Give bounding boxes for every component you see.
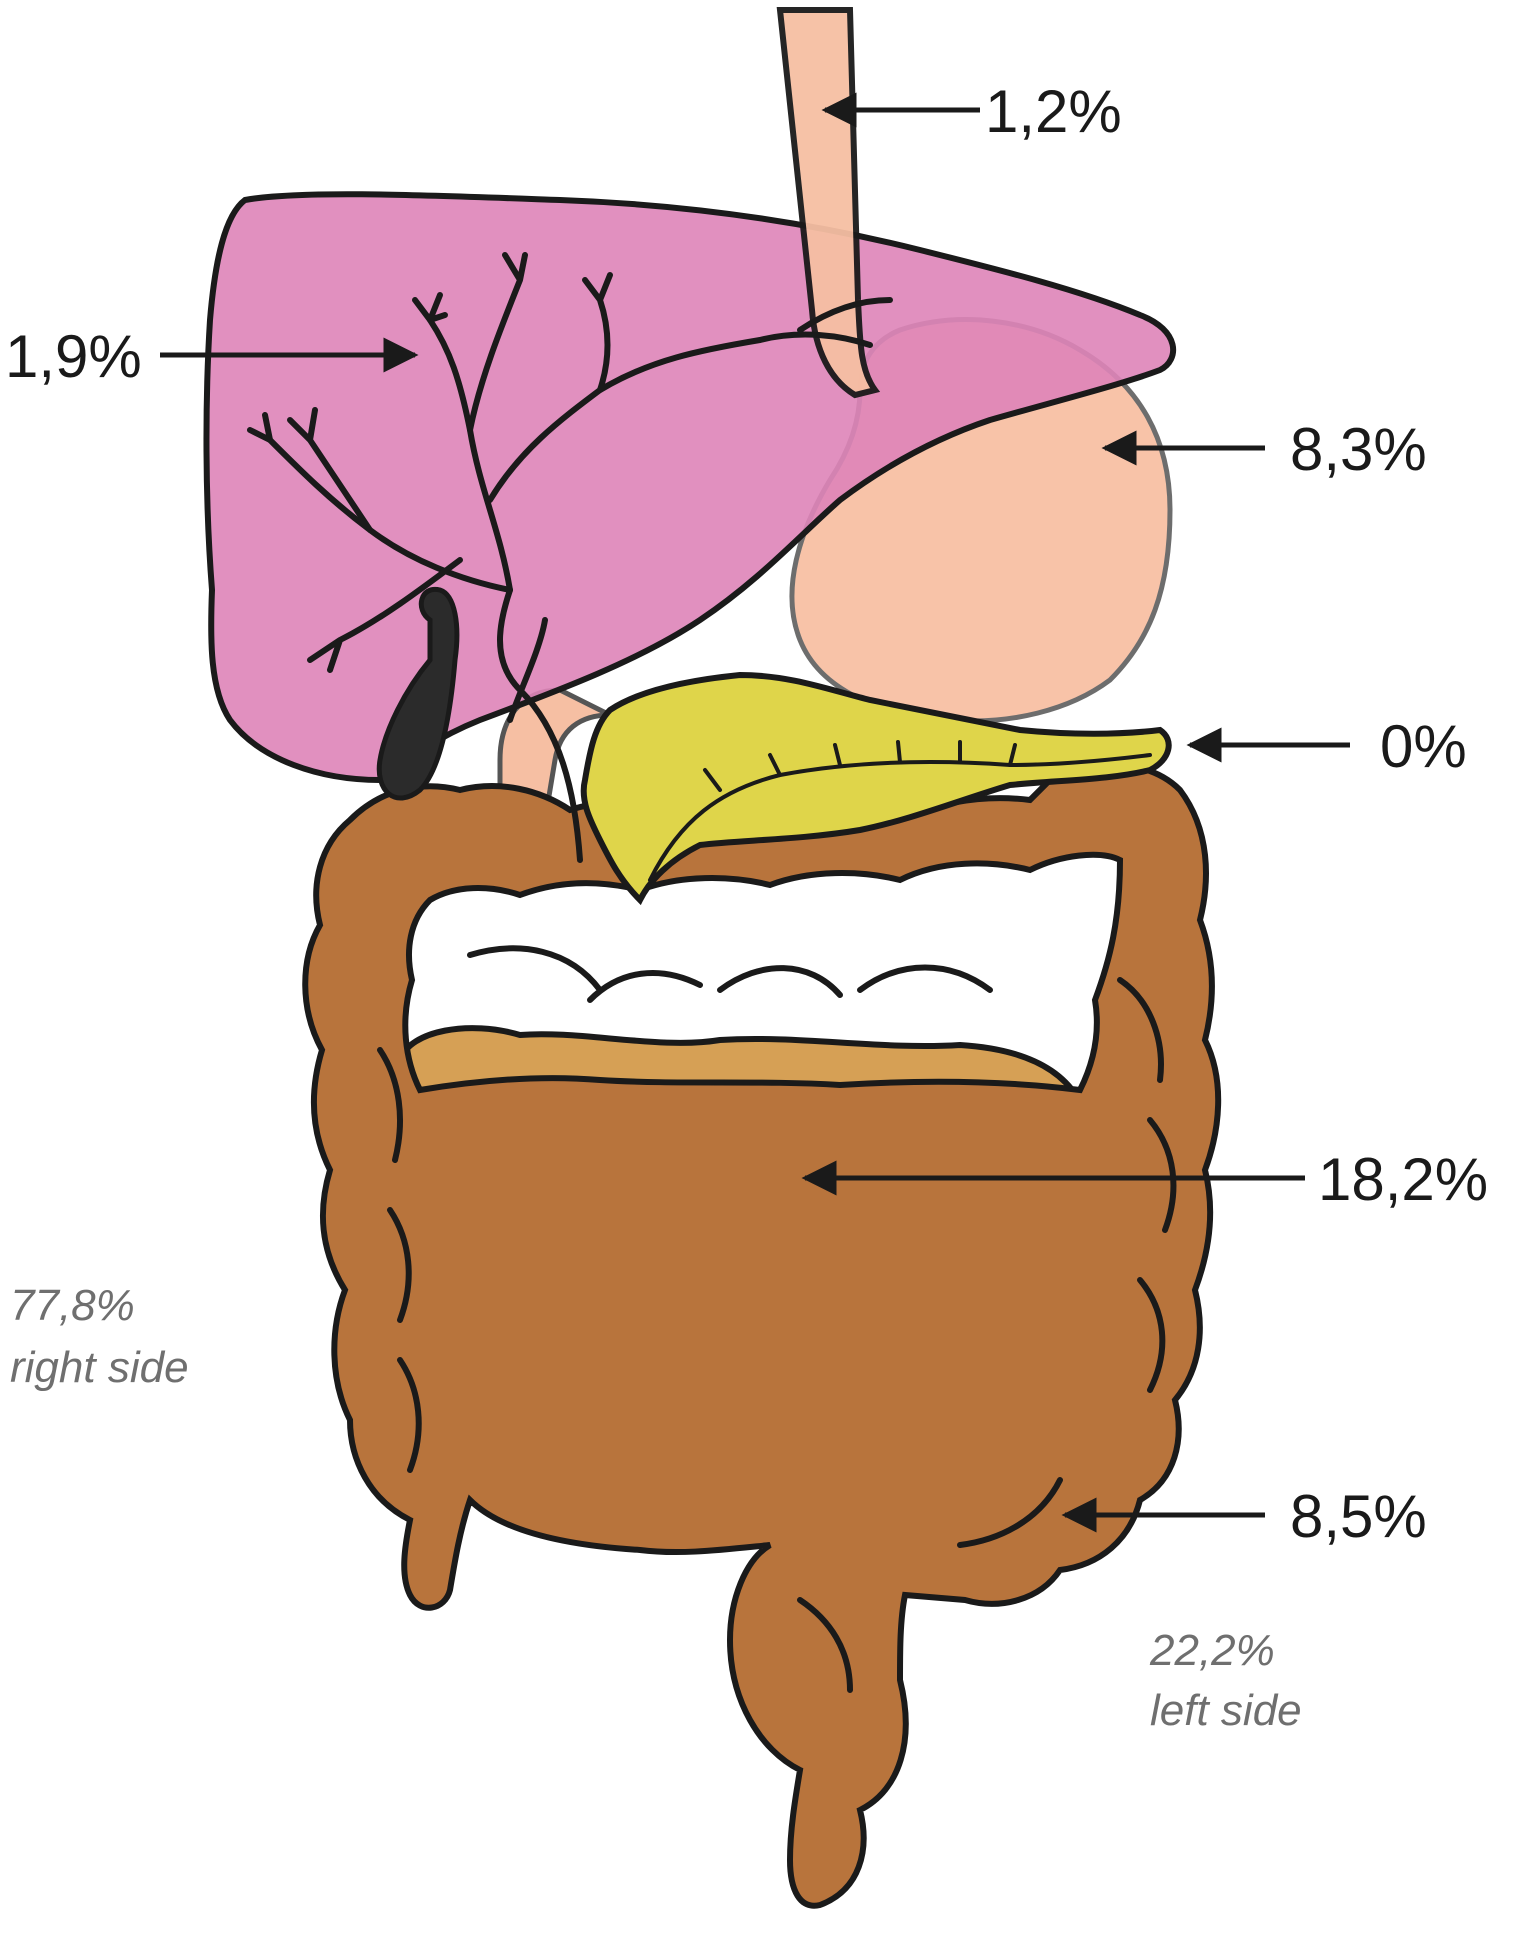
colon-folds (377, 945, 1177, 1693)
label-small-intestine: 18,2% (1318, 1146, 1488, 1213)
note-left-side-label: left side (1150, 1686, 1302, 1735)
annotation-pancreas: 0% (1186, 713, 1467, 780)
note-right-side: 77,8% right side (10, 1281, 189, 1392)
note-left-side-percent: 22,2% (1149, 1626, 1275, 1675)
biliary-tree (247, 252, 893, 863)
label-pancreas: 0% (1380, 713, 1467, 780)
note-right-side-label: right side (10, 1343, 189, 1392)
pancreas-duct (648, 740, 1152, 882)
annotation-esophagus: 1,2% (821, 78, 1122, 145)
note-left-side: 22,2% left side (1149, 1626, 1302, 1735)
note-right-side-percent: 77,8% (10, 1281, 135, 1330)
pancreas (580, 671, 1172, 906)
annotation-colon-left: 8,5% (1061, 1483, 1427, 1550)
label-liver: 1,9% (5, 323, 142, 390)
label-stomach: 8,3% (1290, 416, 1427, 483)
annotation-liver: 1,9% (5, 323, 419, 390)
annotation-small-intestine: 18,2% (801, 1146, 1488, 1213)
annotation-stomach: 8,3% (1101, 416, 1427, 483)
label-esophagus: 1,2% (985, 78, 1122, 145)
gallbladder (376, 586, 460, 801)
label-colon-left: 8,5% (1290, 1483, 1427, 1550)
colon (302, 761, 1222, 1909)
